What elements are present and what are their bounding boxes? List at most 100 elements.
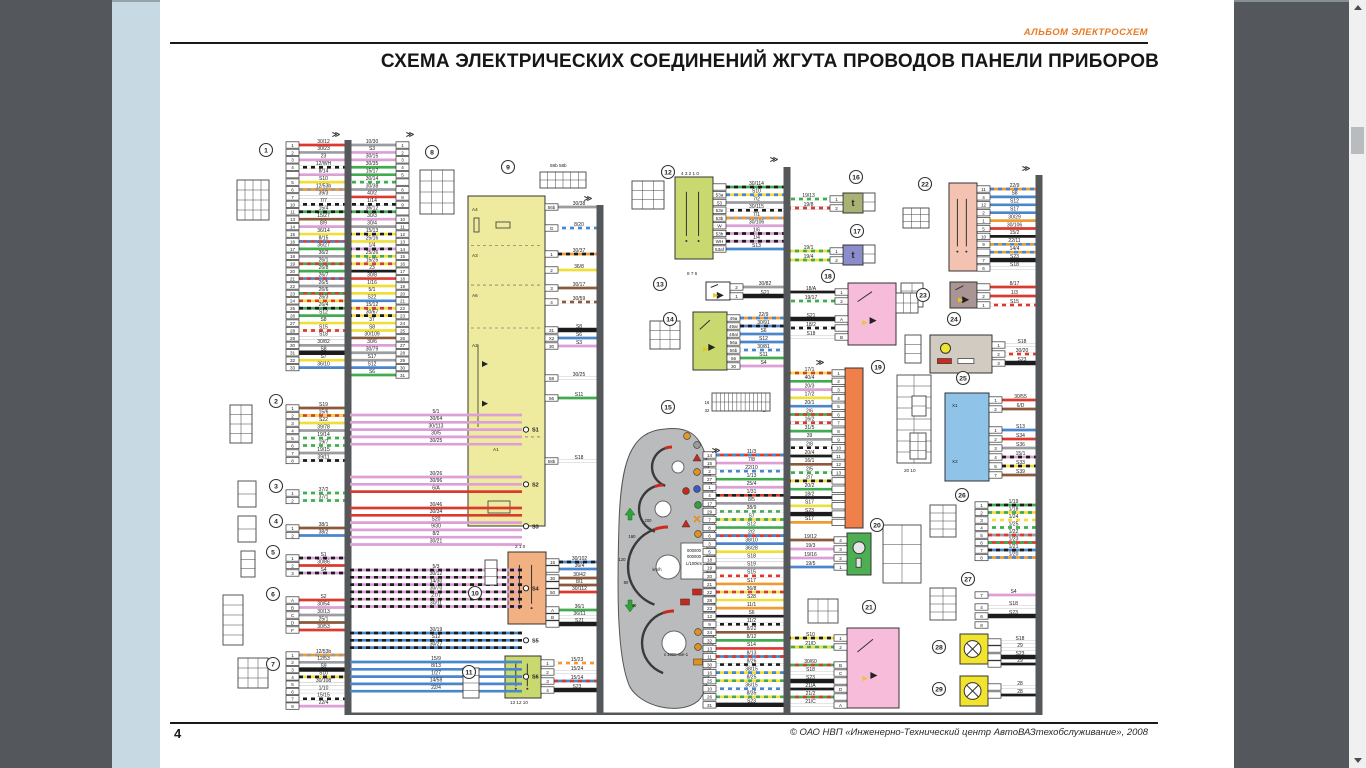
diagram-text: 8 xyxy=(980,623,983,628)
diagram-text: 27/7 xyxy=(431,593,441,599)
diagram-text: 15/13 xyxy=(366,228,379,234)
diagram-text: A3 xyxy=(472,253,478,258)
pin-box xyxy=(285,531,300,540)
connector-pinout xyxy=(484,559,498,586)
pin-box xyxy=(702,685,717,693)
diagram-text: 30/59 xyxy=(573,296,586,302)
scrollbar-track[interactable] xyxy=(1349,0,1366,768)
gauge-redzone xyxy=(654,483,664,488)
pin-box xyxy=(987,645,1002,653)
diagram-text: 29 xyxy=(935,686,943,693)
diagram-text: S6 xyxy=(576,332,582,338)
indicator-icon xyxy=(682,487,690,495)
diagram-text: 30/64 xyxy=(430,416,443,422)
diagram-text: S8 xyxy=(320,347,326,353)
diagram-text: 15/27 xyxy=(317,213,330,219)
indicator-icon xyxy=(694,628,702,636)
diagram-text: 2 xyxy=(291,498,294,503)
pin-box xyxy=(285,658,300,666)
diagram-text: S1 xyxy=(532,428,539,434)
diagram-text: 30 xyxy=(550,576,556,581)
diagram-text: 1 xyxy=(291,143,294,148)
relay-symbol xyxy=(710,284,719,288)
pin-box xyxy=(545,606,560,614)
diagram-text: S17 xyxy=(368,354,377,360)
diagram-text: 1/23 xyxy=(1009,536,1019,542)
diagram-text: 11 xyxy=(707,654,712,659)
pin-box xyxy=(544,457,559,465)
diagram-text: ≫ xyxy=(770,155,778,164)
pin-box xyxy=(702,644,717,652)
scrollbar-up-button[interactable] xyxy=(1349,0,1366,16)
diagram-text: S12 xyxy=(432,634,441,640)
diagram-text: 2/8 xyxy=(806,442,813,448)
pin-box xyxy=(976,193,991,201)
diagram-text: 29 xyxy=(1017,658,1023,664)
diagram-text: 25 xyxy=(707,679,713,684)
diagram-text: S22 xyxy=(319,417,328,423)
diagram-text: 7 xyxy=(271,661,275,668)
pin-box xyxy=(544,298,559,306)
diagram-text: 8/13 xyxy=(747,650,757,656)
pin-box xyxy=(702,652,717,661)
diagram-text: 25 xyxy=(959,375,967,382)
pin-box xyxy=(285,304,300,312)
diagram-text: S18 xyxy=(319,332,328,338)
diagram-text: 9 xyxy=(506,164,510,171)
pin-box xyxy=(395,215,410,223)
diagram-text: 36/1 xyxy=(575,604,585,610)
pin-box xyxy=(395,356,410,364)
connector-pinout xyxy=(631,180,665,210)
pin-box xyxy=(974,501,989,509)
diagram-text: 9 xyxy=(837,437,840,442)
diagram-text: 24 xyxy=(950,316,958,323)
diagram-text: 49al xyxy=(729,332,738,337)
pin-box xyxy=(712,245,727,253)
pin-box xyxy=(726,346,741,354)
diagram-text: 1 xyxy=(837,371,840,376)
diagram-text: 21 xyxy=(707,582,713,587)
diagram-text: 30/54 xyxy=(317,601,330,607)
diagram-text: 1/27 xyxy=(431,670,441,676)
diagram-text: 39/11 xyxy=(317,454,329,460)
diagram-text: 58b xyxy=(548,459,556,464)
diagram-text: 23 xyxy=(290,291,296,296)
diagram-text: 13 xyxy=(656,281,664,288)
diagram-text: S8 xyxy=(576,324,582,330)
diagram-text: 6 xyxy=(982,266,985,271)
pin-box xyxy=(712,191,727,199)
diagram-text: 19 xyxy=(400,284,406,289)
pin-box xyxy=(726,362,741,370)
diagram-text: 1/13 xyxy=(747,473,757,479)
diagram-text: 2/6 xyxy=(806,408,813,414)
diagram-text: 15/15 xyxy=(317,693,330,699)
scrollbar-thumb[interactable] xyxy=(1351,127,1364,154)
pin-box xyxy=(988,426,1003,434)
diagram-text: S8 xyxy=(320,317,326,323)
diagram-text: 8/15 xyxy=(319,235,329,241)
lamp-symbol xyxy=(940,342,951,354)
diagram-text: 7 xyxy=(291,697,294,702)
pin-box xyxy=(991,350,1006,358)
scrollbar-down-button[interactable] xyxy=(1349,752,1366,768)
diagram-text: A2 xyxy=(472,343,478,348)
pin-box xyxy=(545,581,560,589)
diagram-text: 30/12 xyxy=(317,139,330,145)
diagram-text: 5 xyxy=(401,173,404,178)
connector-pinout xyxy=(240,550,256,578)
pin-box xyxy=(702,523,717,532)
diagram-text: 25/4 xyxy=(747,481,757,487)
diagram-text: 30/12 xyxy=(430,571,443,577)
diagram-text: 15 xyxy=(400,254,406,259)
diagram-text: 39 xyxy=(807,433,813,439)
diagram-text: 1/24 xyxy=(1009,514,1019,520)
turn-arrow-icon xyxy=(624,507,636,521)
diagram-text: 56a xyxy=(730,340,738,345)
pin-box xyxy=(976,292,991,300)
diagram-text: 3 xyxy=(550,286,553,291)
diagram-text: 30/15 xyxy=(366,154,379,160)
page-gutter-strip xyxy=(112,0,160,768)
diagram-text: 1 xyxy=(735,294,738,299)
pin-box xyxy=(702,532,717,540)
diagram-text: 19/14 xyxy=(317,432,330,438)
